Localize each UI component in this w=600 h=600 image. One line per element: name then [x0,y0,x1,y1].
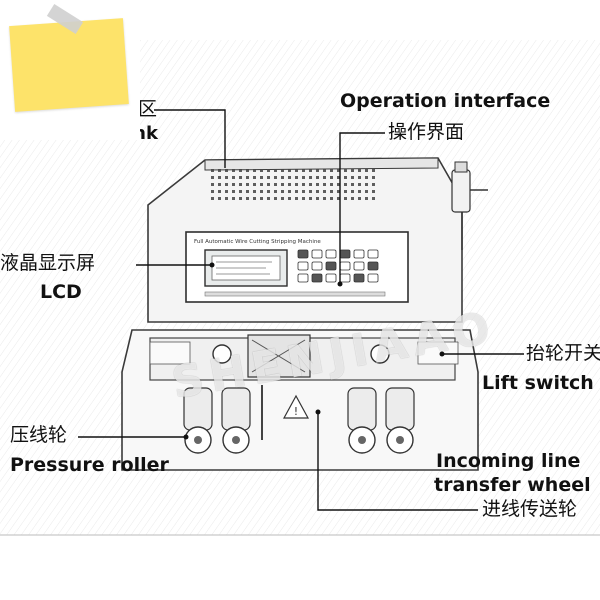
label-incoming-en-1: Incoming line [436,450,581,472]
heat-sink-vents [210,166,378,200]
keypad-key [325,273,337,283]
leader-dot-lcd [209,262,215,268]
label-lcd-cn: 液晶显示屏 [0,252,96,274]
leader-dot-lift [439,351,445,357]
keypad-key [311,261,323,271]
incoming-transfer-wheels [347,387,415,454]
keypad-key [367,261,379,271]
leader-operation [339,132,385,284]
keypad-key [311,273,323,283]
keypad-key [325,261,337,271]
keypad-key [297,249,309,259]
sticky-note [9,18,129,112]
label-operation-en: Operation interface [340,90,551,112]
lift-plate-right [417,341,459,365]
keypad-key [367,273,379,283]
warning-mark: ! [294,405,298,418]
warning-triangle [282,394,310,419]
keypad-key [353,273,365,283]
keypad-key [339,261,351,271]
label-pressure-en: Pressure roller [10,454,169,476]
keypad [297,249,379,283]
keypad-key [339,249,351,259]
keypad-key [353,249,365,259]
keypad-key [353,261,365,271]
lift-knob-right [370,344,390,364]
label-lcd-en: LCD [40,281,82,303]
label-operation-cn: 操作界面 [388,121,465,143]
keypad-key [297,273,309,283]
keypad-key [297,261,309,271]
lift-plate-left [149,341,191,365]
keypad-key [367,249,379,259]
leader-dot-pressure [183,434,189,440]
label-pressure-cn: 压线轮 [10,424,68,446]
leader-dot-operation [337,281,343,287]
leader-dot-incoming [315,409,321,415]
panel-header: Full Automatic Wire Cutting Stripping Ma… [194,239,321,245]
panel-rail [204,291,386,297]
lift-knob-left [212,344,232,364]
label-incoming-cn: 进线传送轮 [482,498,578,520]
leader-incoming [317,412,478,511]
label-lift-cn: 抬轮开关 [526,344,600,363]
label-heat-sink-cn: 区 [138,98,158,120]
leader-heat-sink [154,109,226,168]
air-regulator [451,161,488,250]
keypad-key [325,249,337,259]
label-lift-en: Lift switch [482,374,594,393]
keypad-key [311,249,323,259]
callout-lines [78,109,524,511]
blade-line-2 [251,339,306,373]
keypad-key [339,273,351,283]
pressure-rollers [183,387,251,454]
label-incoming-en-2: transfer wheel [434,474,591,496]
